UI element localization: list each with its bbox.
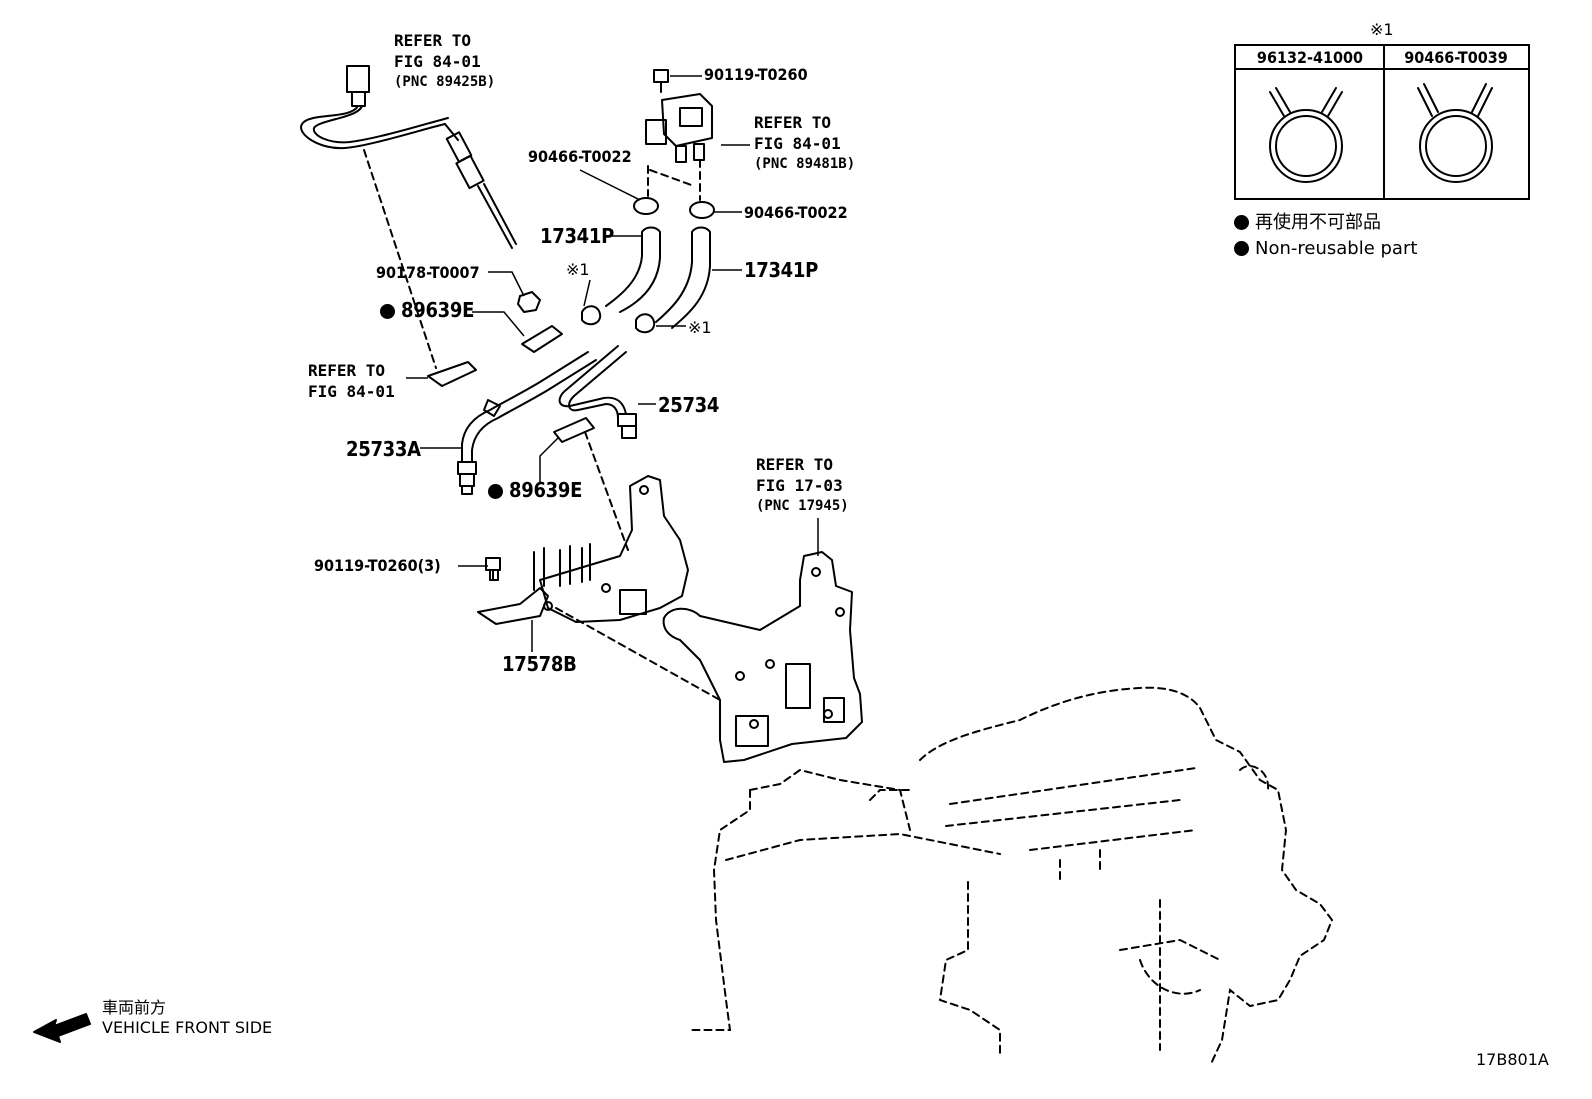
ref-line: FIG 84-01 bbox=[394, 52, 481, 71]
gasket-lower-shape bbox=[553, 417, 595, 443]
note-mark-b: ※1 bbox=[688, 318, 712, 337]
legend-bullet-jp: 再使用不可部品 bbox=[1234, 214, 1381, 232]
legend-divider bbox=[1383, 46, 1385, 198]
part-label-clamp-left[interactable]: 90466-T0022 bbox=[528, 147, 632, 166]
legend-table: 96132-41000 90466-T0039 bbox=[1234, 44, 1530, 200]
non-reusable-dot-icon bbox=[488, 484, 503, 499]
part-label-hose-left[interactable]: 17341P bbox=[540, 224, 614, 248]
legend-bullet-en: Non-reusable part bbox=[1234, 240, 1417, 258]
hose-left-shape bbox=[605, 231, 661, 313]
engine-bracket-shape bbox=[662, 551, 863, 763]
ref-line: FIG 17-03 bbox=[756, 476, 843, 495]
front-arrow-icon bbox=[33, 1013, 91, 1043]
part-label-gasket-upper[interactable]: 89639E bbox=[380, 300, 474, 320]
clamp-left-shape bbox=[633, 197, 659, 215]
gasket-upper-number: 89639E bbox=[401, 298, 475, 322]
pressure-sensor-illustration bbox=[645, 69, 713, 163]
ref-line: FIG 84-01 bbox=[754, 134, 841, 153]
bracket-bolt-shape bbox=[485, 557, 501, 581]
direction-en: VEHICLE FRONT SIDE bbox=[102, 1018, 273, 1037]
ref-line: (PNC 89425B) bbox=[394, 74, 496, 90]
ref-line: REFER TO bbox=[754, 113, 832, 132]
legend-bullet-en-text: Non-reusable part bbox=[1255, 238, 1418, 259]
non-reusable-dot-icon bbox=[380, 304, 395, 319]
legend-clamp-96132 bbox=[1269, 87, 1343, 183]
oxygen-sensor-illustration bbox=[300, 65, 517, 249]
part-label-bolt-top[interactable]: 90119-T0260 bbox=[704, 65, 808, 84]
nut-shape bbox=[517, 291, 541, 313]
ref-sensor-89425B: REFER TO FIG 84-01 (PNC 89425B) bbox=[394, 30, 495, 93]
ref-line: (PNC 17945) bbox=[756, 498, 849, 514]
ref-line: FIG 84-01 bbox=[308, 382, 395, 401]
part-label-clamp-right[interactable]: 90466-T0022 bbox=[744, 203, 848, 222]
part-label-pipe-25734[interactable]: 25734 bbox=[658, 393, 720, 417]
leader-lines bbox=[406, 75, 819, 652]
ref-line: (PNC 89481B) bbox=[754, 156, 856, 172]
engine-outline bbox=[363, 149, 1334, 1067]
sensor-bracket-shape bbox=[427, 361, 477, 387]
legend-clamp-90466 bbox=[1417, 83, 1493, 183]
gasket-upper-shape bbox=[521, 325, 563, 353]
ref-bracket-17945: REFER TO FIG 17-03 (PNC 17945) bbox=[756, 454, 849, 517]
gasket-lower-number: 89639E bbox=[509, 478, 583, 502]
legend-mark: ※1 bbox=[1370, 20, 1394, 39]
legend-bullet-jp-text: 再使用不可部品 bbox=[1255, 212, 1381, 233]
ref-line: REFER TO bbox=[308, 361, 386, 380]
ref-line: REFER TO bbox=[756, 455, 834, 474]
part-label-bracket-bolt[interactable]: 90119-T0260(3) bbox=[314, 556, 441, 575]
part-label-hose-right[interactable]: 17341P bbox=[744, 258, 818, 282]
part-label-pipe-25733A[interactable]: 25733A bbox=[346, 437, 421, 461]
ref-bracket-fig84: REFER TO FIG 84-01 bbox=[308, 360, 395, 402]
legend-col-1: 96132-41000 bbox=[1236, 46, 1384, 70]
bracket-17578B-shape bbox=[477, 475, 689, 625]
hose-right-shape bbox=[655, 231, 711, 329]
bullet-dot-icon bbox=[1234, 241, 1249, 256]
pipe-25733A-shape bbox=[457, 351, 597, 495]
part-label-nut[interactable]: 90178-T0007 bbox=[376, 263, 480, 282]
part-label-bracket[interactable]: 17578B bbox=[502, 652, 577, 676]
part-label-gasket-lower[interactable]: 89639E bbox=[488, 480, 582, 500]
pipe-25734-shape bbox=[558, 345, 637, 439]
ref-sensor-89481B: REFER TO FIG 84-01 (PNC 89481B) bbox=[754, 112, 855, 175]
bullet-dot-icon bbox=[1234, 215, 1249, 230]
ref-line: REFER TO bbox=[394, 31, 472, 50]
figure-id: 17B801A bbox=[1476, 1050, 1549, 1069]
clamp-right-shape bbox=[689, 201, 715, 219]
note-mark-a: ※1 bbox=[566, 260, 590, 279]
legend-col-2: 90466-T0039 bbox=[1384, 46, 1528, 70]
direction-jp: 車両前方 bbox=[102, 998, 167, 1017]
